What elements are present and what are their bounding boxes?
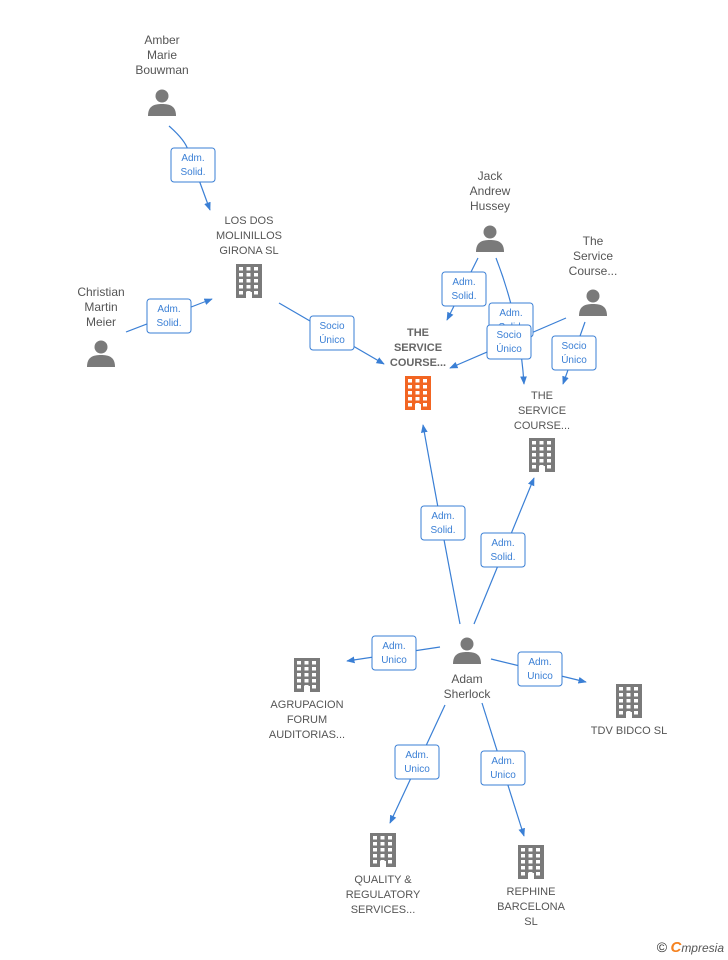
node-label-line: COURSE... [514, 420, 570, 432]
edge-label-line: Adm. [452, 277, 475, 288]
node-label-line: Sherlock [444, 687, 492, 701]
edge-label-line: Adm. [499, 308, 522, 319]
edge-label-line: Único [496, 342, 522, 355]
node-label-line: Adam [451, 672, 482, 686]
node-label-line: FORUM [287, 714, 327, 726]
node-label-line: Jack [478, 169, 504, 183]
node-quality[interactable]: QUALITY & REGULATORY SERVICES... [346, 833, 421, 916]
node-servicecourse_person[interactable]: TheServiceCourse... [569, 234, 618, 316]
edge-label-line: Solid. [451, 291, 476, 302]
node-label-line: The [583, 234, 604, 248]
building-icon [518, 845, 544, 879]
node-label-line: Marie [147, 48, 177, 62]
edge-label-line: Adm. [382, 641, 405, 652]
edge-label-line: Adm. [528, 657, 551, 668]
edge-label-adam-main[interactable]: Adm. Solid. [420, 505, 466, 541]
node-label-line: BARCELONA [497, 901, 566, 913]
node-label-line: THE [407, 327, 429, 339]
node-label-line: TDV BIDCO SL [591, 725, 667, 737]
edge-label-line: Unico [490, 770, 516, 781]
node-servicecourse2[interactable]: THE SERVICE COURSE... [514, 390, 570, 472]
person-icon [579, 289, 607, 316]
edge-label-line: Socio [561, 341, 586, 352]
node-losdos[interactable]: LOS DOS MOLINILLOS GIRONA SL [216, 215, 282, 298]
edge-label-line: Único [319, 333, 345, 346]
person-icon [87, 340, 115, 367]
edge-label-line: Solid. [430, 525, 455, 536]
node-label-line: Amber [144, 33, 179, 47]
node-label-line: Service [573, 249, 613, 263]
edge-label-line: Adm. [181, 153, 204, 164]
node-label-line: REGULATORY [346, 889, 421, 901]
edge-label-line: Unico [404, 764, 430, 775]
edge-label-line: Adm. [157, 304, 180, 315]
node-label-line: Martin [84, 300, 117, 314]
node-label-line: Hussey [470, 199, 510, 213]
node-label-line: AGRUPACION [270, 699, 343, 711]
edge-label-line: Solid. [180, 167, 205, 178]
edge-label-line: Único [561, 353, 587, 366]
building-icon [405, 376, 431, 410]
node-label-line: COURSE... [390, 357, 446, 369]
node-label-line: MOLINILLOS [216, 230, 282, 242]
edge-label-line: Unico [527, 671, 553, 682]
edge-label-christian-losdos[interactable]: Adm. Solid. [146, 298, 192, 334]
brand-logo-letter: C [670, 939, 682, 956]
node-label-line: QUALITY & [354, 874, 412, 886]
node-label-line: THE [531, 390, 553, 402]
node-label-line: GIRONA SL [219, 245, 278, 257]
node-label-line: LOS DOS [225, 215, 274, 227]
edge-label-jack-main[interactable]: Adm. Solid. [441, 271, 487, 307]
edge-label-adam-rephine[interactable]: Adm. Unico [480, 750, 526, 786]
edge-label-adam-agrupacion[interactable]: Adm. Unico [371, 635, 417, 671]
building-icon [294, 658, 320, 692]
edge-label-line: Adm. [405, 750, 428, 761]
edge-label-line: Socio [496, 330, 521, 341]
node-label-line: SERVICES... [351, 904, 416, 916]
edge-label-adam-sc2[interactable]: Adm. Solid. [480, 532, 526, 568]
person-icon [453, 637, 481, 664]
node-label-line: REPHINE [507, 886, 556, 898]
node-agrupacion[interactable]: AGRUPACION FORUM AUDITORIAS... [269, 658, 345, 741]
edge-label-line: Socio [319, 321, 344, 332]
building-icon [616, 684, 642, 718]
node-label-line: Andrew [470, 184, 511, 198]
node-label-line: Bouwman [135, 63, 188, 77]
person-icon [148, 89, 176, 116]
building-icon [529, 438, 555, 472]
edge-label-line: Adm. [491, 756, 514, 767]
brand-logo-text: mpresia [681, 941, 724, 955]
edge-label-line: Adm. [431, 511, 454, 522]
node-label-line: SERVICE [394, 342, 442, 354]
edge-label-adam-quality[interactable]: Adm. Unico [394, 744, 440, 780]
copyright-symbol: © [656, 939, 668, 955]
node-tdv[interactable]: TDV BIDCO SL [591, 684, 667, 737]
edge-label-line: Solid. [490, 552, 515, 563]
edge-label-line: Adm. [491, 538, 514, 549]
node-label-line: Christian [77, 285, 124, 299]
node-label-line: SL [524, 916, 537, 928]
edge-label-line: Unico [381, 655, 407, 666]
footer-brand: © Cmpresia [657, 939, 724, 956]
person-icon [476, 225, 504, 252]
node-label-line: AUDITORIAS... [269, 729, 345, 741]
node-main[interactable]: THE SERVICE COURSE... [390, 327, 446, 410]
node-label-line: Course... [569, 264, 618, 278]
building-icon [370, 833, 396, 867]
node-label-line: Meier [86, 315, 116, 329]
node-label-line: SERVICE [518, 405, 566, 417]
building-icon [236, 264, 262, 298]
node-rephine[interactable]: REPHINE BARCELONA SL [497, 845, 566, 928]
edge-label-line: Solid. [156, 318, 181, 329]
edge-label-amber-losdos[interactable]: Adm. Solid. [170, 147, 216, 183]
edge-label-adam-tdv[interactable]: Adm. Unico [517, 651, 563, 687]
